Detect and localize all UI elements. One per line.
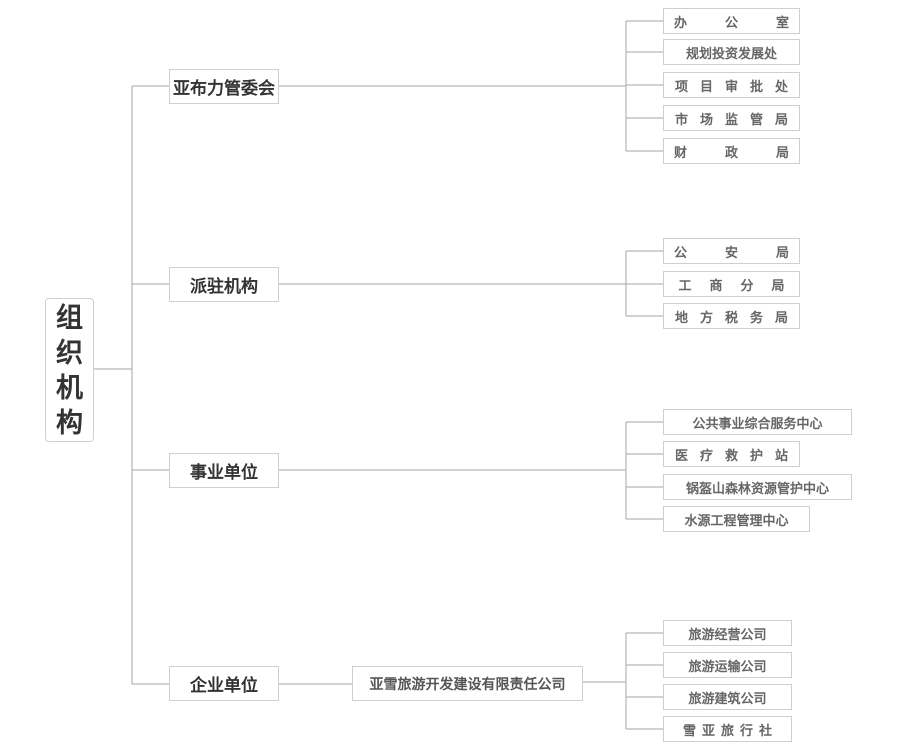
root-char: 织: [56, 338, 83, 369]
branch-node: 事业单位: [169, 453, 279, 488]
leaf-node: 财政局: [663, 138, 800, 164]
leaf-node: 办公室: [663, 8, 800, 34]
leaf-node: 旅游运输公司: [663, 652, 792, 678]
leaf-node: 工商分局: [663, 271, 800, 297]
leaf-node: 市场监管局: [663, 105, 800, 131]
root-char: 机: [56, 373, 83, 404]
leaf-node: 医疗救护站: [663, 441, 800, 467]
leaf-node: 规划投资发展处: [663, 39, 800, 65]
root-char: 组: [56, 303, 83, 334]
leaf-node: 地方税务局: [663, 303, 800, 329]
leaf-node: 项目审批处: [663, 72, 800, 98]
leaf-node: 旅游建筑公司: [663, 684, 792, 710]
branch-node: 企业单位: [169, 666, 279, 701]
leaf-node: 公共事业综合服务中心: [663, 409, 852, 435]
root-char: 构: [56, 408, 83, 439]
leaf-node: 公安局: [663, 238, 800, 264]
leaf-node: 锅盔山森林资源管护中心: [663, 474, 852, 500]
leaf-node: 雪亚旅行社: [663, 716, 792, 742]
company-node: 亚雪旅游开发建设有限责任公司: [352, 666, 583, 701]
leaf-node: 水源工程管理中心: [663, 506, 810, 532]
root-node: 组 织 机 构: [45, 298, 94, 442]
branch-node: 派驻机构: [169, 267, 279, 302]
branch-node: 亚布力管委会: [169, 69, 279, 104]
leaf-node: 旅游经营公司: [663, 620, 792, 646]
